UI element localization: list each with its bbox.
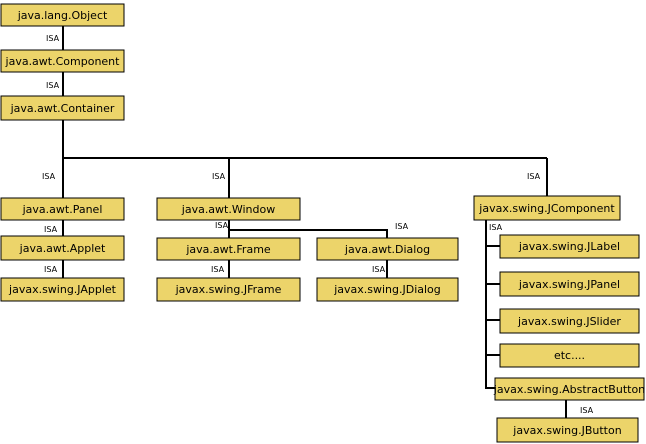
class-label: java.awt.Frame <box>185 243 271 256</box>
class-box-javax-swing-jslider: javax.swing.JSlider <box>499 308 640 334</box>
class-label: java.awt.Applet <box>19 242 106 255</box>
isa-label: ISA <box>527 172 541 181</box>
class-label: javax.swing.JComponent <box>478 202 615 215</box>
class-box-java-awt-panel: java.awt.Panel <box>0 197 125 221</box>
class-label: javax.swing.AbstractButton <box>493 383 645 396</box>
class-label: java.awt.Dialog <box>344 243 430 256</box>
isa-label: ISA <box>46 34 60 43</box>
isa-labels: ISA ISA ISA ISA ISA ISA ISA ISA ISA ISA … <box>42 34 594 415</box>
class-box-java-awt-frame: java.awt.Frame <box>156 237 301 261</box>
class-label: java.lang.Object <box>17 9 108 22</box>
class-box-etc: etc.... <box>499 343 640 368</box>
connector-lines <box>62 26 567 418</box>
class-label: etc.... <box>554 349 585 362</box>
class-box-javax-swing-jbutton: javax.swing.JButton <box>496 417 639 443</box>
class-label: javax.swing.JFrame <box>175 283 282 296</box>
class-boxes: java.lang.Object java.awt.Component java… <box>0 3 645 443</box>
class-label: javax.swing.JDialog <box>333 283 441 296</box>
class-box-javax-swing-jlabel: javax.swing.JLabel <box>499 234 640 259</box>
class-box-java-lang-object: java.lang.Object <box>0 3 125 27</box>
class-box-java-awt-component: java.awt.Component <box>0 49 125 73</box>
class-box-javax-swing-jdialog: javax.swing.JDialog <box>316 277 459 302</box>
isa-label: ISA <box>211 265 225 274</box>
class-label: javax.swing.JApplet <box>8 283 117 296</box>
isa-label: ISA <box>215 221 229 230</box>
class-box-javax-swing-jpanel: javax.swing.JPanel <box>499 271 640 297</box>
class-box-javax-swing-japplet: javax.swing.JApplet <box>0 277 125 302</box>
isa-label: ISA <box>44 265 58 274</box>
class-box-java-awt-applet: java.awt.Applet <box>0 235 125 261</box>
isa-label: ISA <box>395 222 409 231</box>
isa-label: ISA <box>372 265 386 274</box>
class-label: java.awt.Window <box>181 203 275 216</box>
class-label: javax.swing.JButton <box>512 424 621 437</box>
class-label: java.awt.Panel <box>22 203 103 216</box>
class-label: javax.swing.JSlider <box>517 315 621 328</box>
class-box-javax-swing-abstractbutton: javax.swing.AbstractButton <box>493 377 645 401</box>
class-label: javax.swing.JPanel <box>518 278 620 291</box>
class-box-javax-swing-jframe: javax.swing.JFrame <box>156 277 301 302</box>
isa-label: ISA <box>42 172 56 181</box>
class-box-java-awt-window: java.awt.Window <box>156 197 301 221</box>
isa-label: ISA <box>580 406 594 415</box>
class-box-java-awt-dialog: java.awt.Dialog <box>316 237 459 261</box>
class-box-javax-swing-jcomponent: javax.swing.JComponent <box>473 195 621 221</box>
isa-label: ISA <box>489 223 503 232</box>
class-label: javax.swing.JLabel <box>518 240 620 253</box>
isa-label: ISA <box>44 225 58 234</box>
isa-label: ISA <box>46 81 60 90</box>
isa-label: ISA <box>212 172 226 181</box>
class-label: java.awt.Component <box>5 55 121 68</box>
class-box-java-awt-container: java.awt.Container <box>0 95 125 121</box>
class-label: java.awt.Container <box>10 102 115 115</box>
